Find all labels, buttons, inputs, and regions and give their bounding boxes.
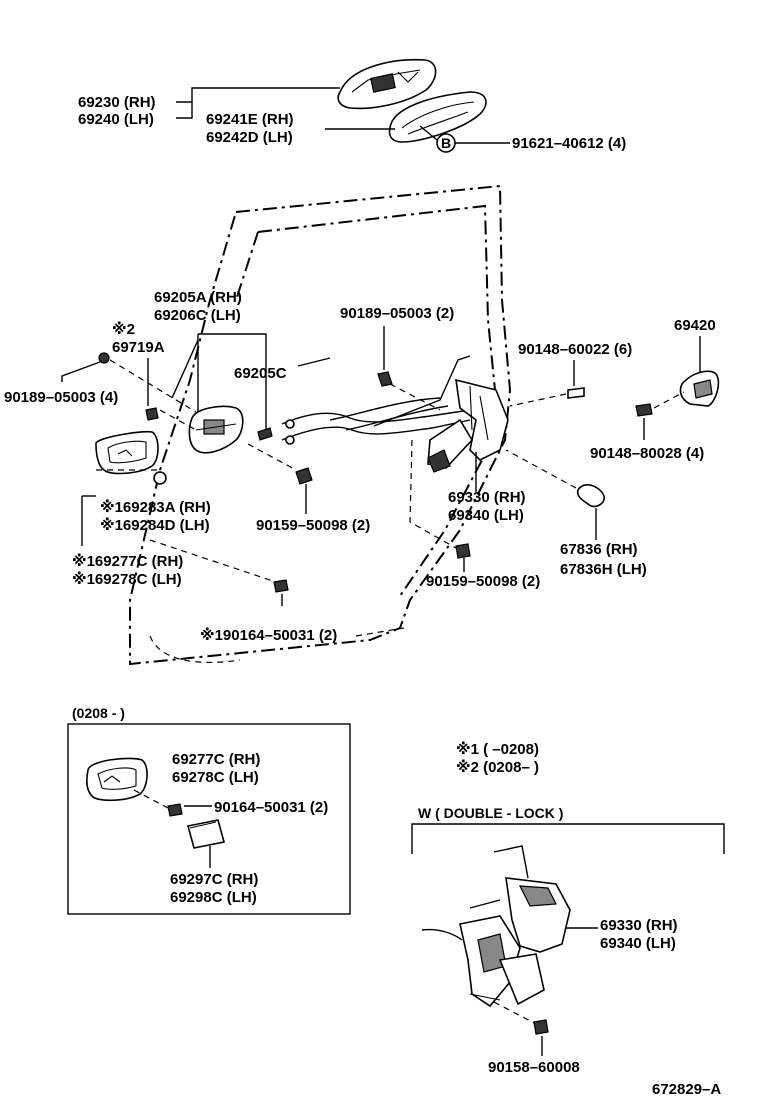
label-69719A: 69719A — [112, 339, 165, 356]
label-dl-69340: 69340 (LH) — [600, 935, 676, 952]
label-91621: 91621–40612 (4) — [512, 135, 626, 152]
label-169278C: ※169278C (LH) — [72, 570, 182, 588]
clip-90189-left — [98, 352, 197, 413]
screw-90159-a — [247, 443, 313, 485]
screw-90148-80028 — [635, 391, 685, 417]
label-69205C: 69205C — [234, 365, 287, 382]
label-67836H: 67836H (LH) — [560, 561, 647, 578]
clip-169283A — [153, 471, 167, 485]
double-lock-bracket — [411, 823, 725, 854]
inside-handle — [188, 405, 244, 454]
label-69205A: 69205A (RH) — [154, 289, 242, 306]
label-69340-main: 69340 (LH) — [448, 507, 524, 524]
escutcheon-169277C — [95, 430, 159, 475]
label-note2-marker: ※2 — [112, 320, 135, 338]
label-box-90164: 90164–50031 (2) — [214, 799, 328, 816]
label-90159-b: 90159–50098 (2) — [426, 573, 540, 590]
label-69242D: 69242D (LH) — [206, 129, 293, 146]
label-note2-line: ※2 (0208– ) — [456, 758, 539, 776]
label-69206C: 69206C (LH) — [154, 307, 241, 324]
label-169283A: ※169283A (RH) — [100, 498, 211, 516]
label-90189-left: 90189–05003 (4) — [4, 389, 118, 406]
screw-190164 — [273, 579, 289, 593]
label-90189-top: 90189–05003 (2) — [340, 305, 454, 322]
cover-67836 — [505, 449, 605, 508]
label-dl-69330: 69330 (RH) — [600, 917, 678, 934]
catalog-ref: 672829–A — [652, 1081, 721, 1098]
label-90148-80028: 90148–80028 (4) — [590, 445, 704, 462]
label-box-header: (0208 - ) — [72, 705, 125, 721]
label-69240: 69240 (LH) — [78, 111, 154, 128]
label-box-69278C: 69278C (LH) — [172, 769, 259, 786]
clip-90189-top — [377, 371, 441, 411]
label-90159-a: 90159–50098 (2) — [256, 517, 370, 534]
label-169277C: ※169277C (RH) — [72, 552, 183, 570]
label-69241E: 69241E (RH) — [206, 111, 294, 128]
label-double-lock-header: W ( DOUBLE - LOCK ) — [418, 805, 563, 821]
label-69230: 69230 (RH) — [78, 94, 156, 111]
label-90158: 90158–60008 — [488, 1059, 580, 1076]
screw-90159-b — [409, 439, 471, 559]
variant-box — [67, 723, 351, 915]
label-69420: 69420 — [674, 317, 716, 334]
screw-69719A — [145, 407, 197, 431]
outside-handle-assembly — [337, 58, 487, 143]
door-outline — [129, 184, 512, 666]
label-169284D: ※169284D (LH) — [100, 516, 210, 534]
label-69330-main: 69330 (RH) — [448, 489, 526, 506]
callout-b: B — [441, 135, 451, 151]
screw-90148-60022 — [509, 387, 585, 407]
screw-69205C — [257, 427, 273, 441]
label-box-69298C: 69298C (LH) — [170, 889, 257, 906]
lock-cables — [281, 355, 471, 445]
label-note1-line: ※1 ( –0208) — [456, 740, 539, 758]
label-box-69297C: 69297C (RH) — [170, 871, 258, 888]
door-lock-assembly — [427, 378, 509, 473]
label-190164: ※190164–50031 (2) — [200, 626, 337, 644]
double-lock-assembly — [421, 845, 571, 1035]
label-67836: 67836 (RH) — [560, 541, 638, 558]
label-90148-60022: 90148–60022 (6) — [518, 341, 632, 358]
striker-69420 — [679, 370, 720, 407]
label-box-69277C: 69277C (RH) — [172, 751, 260, 768]
